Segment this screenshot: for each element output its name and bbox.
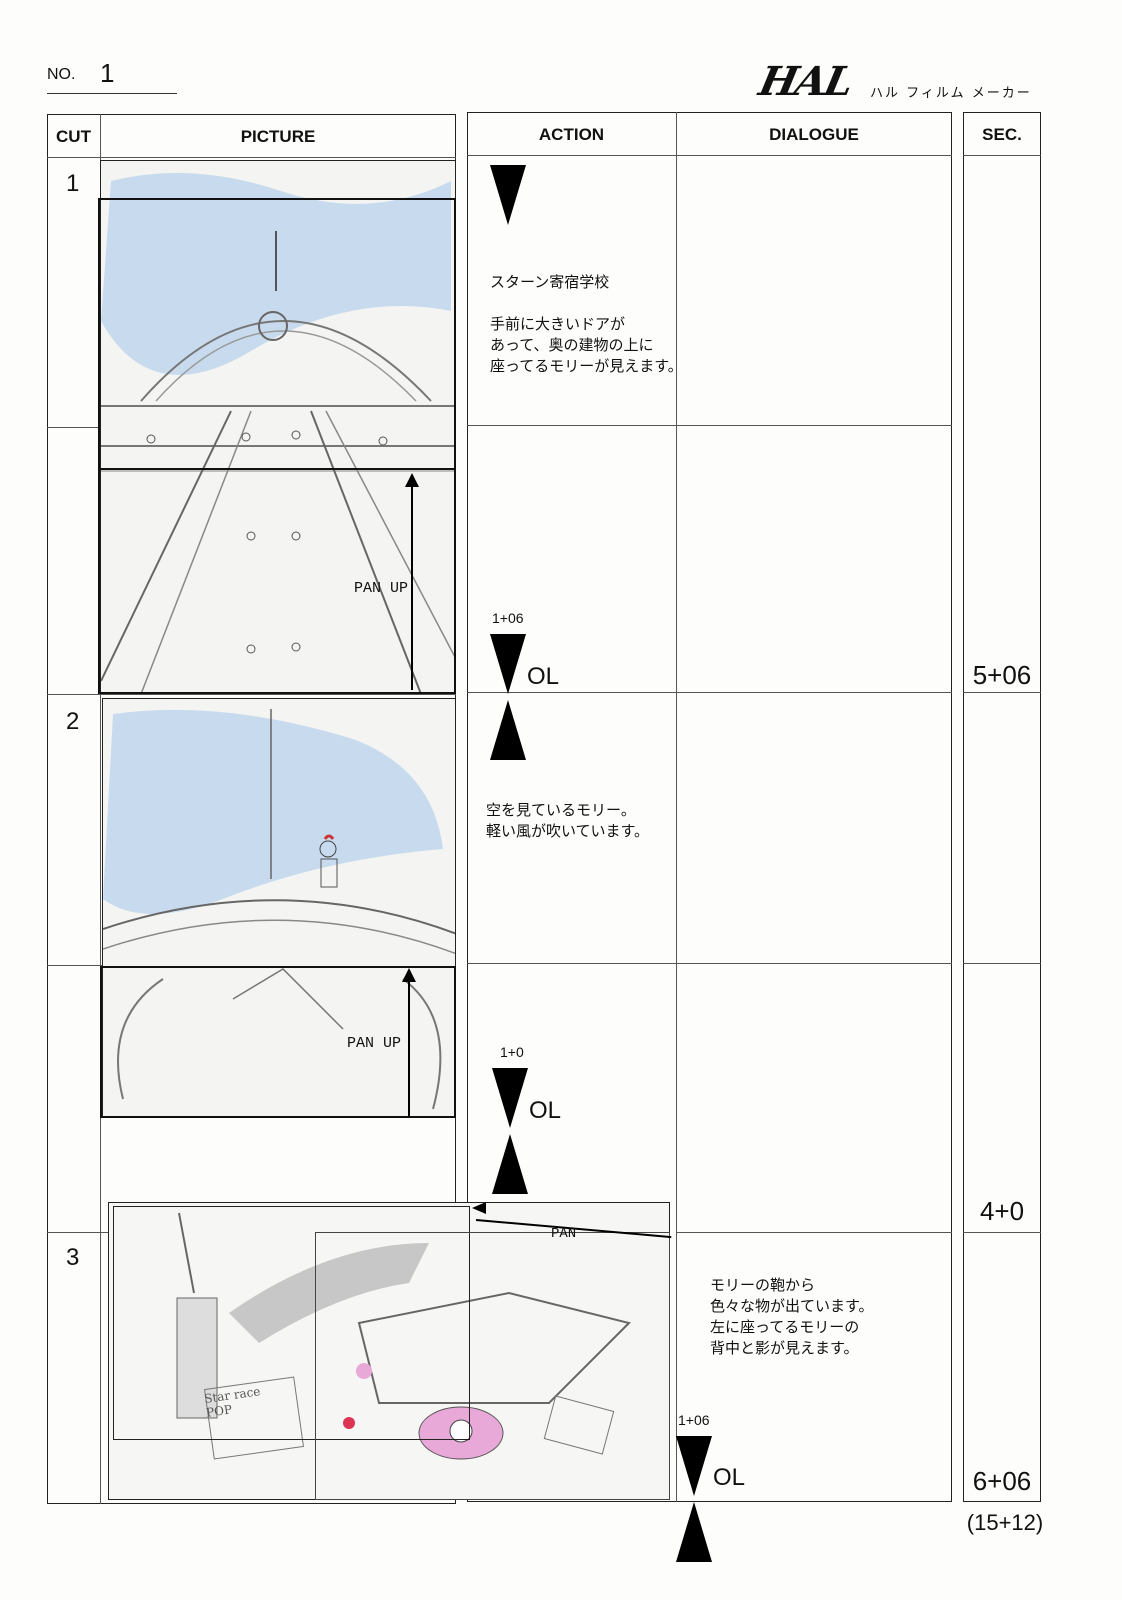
sec-value: 5+06: [972, 660, 1032, 690]
sketch-cut2: [102, 698, 456, 1118]
sketch-cut1: [100, 160, 456, 693]
column-header-cut: CUT: [56, 127, 91, 146]
divider: [467, 692, 952, 693]
divider: [676, 112, 677, 1502]
pan-arrow: [408, 980, 410, 1116]
hal-logo: HAL: [755, 58, 856, 105]
dialogue-text: モリーの鞄から 色々な物が出ています。 左に座ってるモリーの 背中と影が見えます…: [710, 1276, 874, 1357]
column-header-action: ACTION: [538, 125, 605, 144]
sec-value: 4+0: [979, 1196, 1025, 1226]
action-text: スターン寄宿学校 手前に大きいドアが あって、奥の建物の上に 座ってるモリーが見…: [490, 273, 683, 375]
divider: [467, 155, 952, 156]
sec-value: 6+06: [972, 1466, 1032, 1496]
fade-in-marker-icon: [490, 165, 526, 225]
arrow-head-icon: [472, 1202, 486, 1214]
action-dialogue-frame: [467, 112, 952, 1502]
cut-number: 3: [66, 1244, 80, 1271]
pan-arrow: [411, 480, 413, 690]
transition-label: OL: [713, 1464, 746, 1491]
overlap-in-marker-icon: [492, 1134, 528, 1194]
transition-label: OL: [527, 663, 560, 690]
action-text: 空を見ているモリー。 軽い風が吹いています。: [486, 801, 650, 840]
sheet-number: 1: [100, 58, 115, 88]
camera-frame: [100, 966, 456, 1118]
pan-label: PAN: [551, 1226, 577, 1242]
divider: [963, 155, 1041, 156]
divider: [467, 963, 952, 964]
no-label: NO.: [47, 66, 76, 83]
divider: [47, 157, 456, 158]
camera-frame: [315, 1232, 670, 1500]
camera-frame: [98, 198, 456, 470]
arrow-head-icon: [405, 473, 419, 487]
arrow-head-icon: [402, 968, 416, 982]
overlap-in-marker-icon: [676, 1502, 712, 1562]
transition-label: OL: [529, 1097, 562, 1124]
column-header-dialogue: DIALOGUE: [769, 125, 859, 144]
divider: [47, 694, 456, 695]
overlap-out-marker-icon: [490, 634, 526, 694]
total-sec: (15+12): [966, 1510, 1044, 1535]
camera-frame: [113, 1206, 470, 1440]
divider: [47, 93, 177, 94]
sec-frame: [963, 112, 1041, 1502]
building-dome-sketch: [101, 161, 455, 692]
column-header-picture: PICTURE: [240, 127, 316, 146]
overlap-in-marker-icon: [490, 700, 526, 760]
dome-top-sketch: [103, 699, 455, 1117]
pan-label: PAN UP: [347, 1035, 402, 1052]
bag-contents-sketch: [109, 1203, 669, 1499]
divider: [467, 425, 952, 426]
divider: [676, 1232, 952, 1233]
transition-time: 1+0: [500, 1044, 524, 1060]
divider: [963, 1232, 1041, 1233]
transition-time: 1+06: [678, 1412, 710, 1428]
divider: [100, 114, 101, 1504]
cut-number: 2: [66, 708, 80, 735]
overlap-out-marker-icon: [676, 1436, 712, 1496]
transition-time: 1+06: [492, 610, 524, 626]
pan-label: PAN UP: [354, 580, 409, 597]
cut-number: 1: [66, 170, 80, 197]
divider: [963, 692, 1041, 693]
sketch-cut3: [108, 1202, 670, 1500]
overlap-out-marker-icon: [492, 1068, 528, 1128]
divider: [963, 963, 1041, 964]
column-header-sec: SEC.: [982, 125, 1022, 144]
logo-subtitle: ハル フィルム メーカー: [870, 86, 1032, 101]
camera-frame: [98, 470, 456, 694]
